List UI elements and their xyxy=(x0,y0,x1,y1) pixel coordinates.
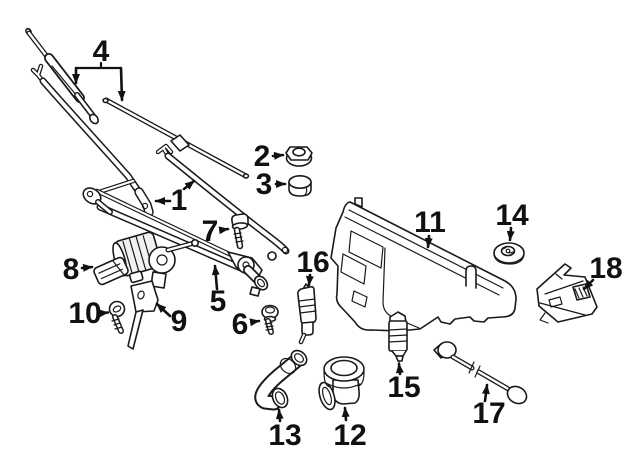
wiper-arm-a xyxy=(30,63,154,217)
hose-17 xyxy=(433,341,528,405)
flange-nut xyxy=(285,146,313,167)
filler-elbow-12 xyxy=(318,356,365,411)
callout-label-5[interactable]: 5 xyxy=(210,285,227,318)
callout-9: 9 xyxy=(155,302,188,338)
callout-13: 13 xyxy=(268,408,302,452)
callout-label-14[interactable]: 14 xyxy=(495,199,529,232)
callout-14: 14 xyxy=(495,199,529,242)
callout-8: 8 xyxy=(63,253,94,286)
callout-label-10[interactable]: 10 xyxy=(68,297,101,330)
callout-label-2[interactable]: 2 xyxy=(254,140,271,173)
callout-2: 2 xyxy=(254,140,285,173)
callout-label-8[interactable]: 8 xyxy=(63,253,80,286)
cover-8 xyxy=(93,256,129,286)
callout-11: 11 xyxy=(414,206,446,249)
callout-6: 6 xyxy=(232,308,261,341)
washer-reservoir xyxy=(330,197,517,332)
wiper-blade-a xyxy=(25,27,99,125)
callout-label-9[interactable]: 9 xyxy=(171,305,188,338)
washer-pump-16 xyxy=(297,283,317,345)
callout-label-1[interactable]: 1 xyxy=(171,184,188,217)
callout-label-7[interactable]: 7 xyxy=(202,215,219,248)
callout-18: 18 xyxy=(582,252,623,291)
callout-label-3[interactable]: 3 xyxy=(256,168,273,201)
callout-label-16[interactable]: 16 xyxy=(296,246,329,279)
callout-label-11[interactable]: 11 xyxy=(414,206,446,239)
callout-3: 3 xyxy=(256,168,287,201)
callout-label-12[interactable]: 12 xyxy=(333,419,366,452)
callout-17: 17 xyxy=(472,383,506,430)
bolt-7 xyxy=(231,213,249,250)
wiper-arm-b xyxy=(155,143,290,255)
callout-label-15[interactable]: 15 xyxy=(387,371,420,404)
elbow-hose-13 xyxy=(254,349,308,411)
callout-12: 12 xyxy=(333,406,367,452)
callout-label-13[interactable]: 13 xyxy=(268,419,301,452)
callout-label-6[interactable]: 6 xyxy=(232,308,249,341)
callout-7: 7 xyxy=(202,215,230,248)
cover-cap xyxy=(288,175,312,197)
bracket-9 xyxy=(127,280,159,350)
screw-6 xyxy=(261,304,279,335)
bracket-18 xyxy=(536,263,598,324)
callout-16: 16 xyxy=(296,246,330,287)
callout-label-4[interactable]: 4 xyxy=(93,35,110,68)
callout-10: 10 xyxy=(68,297,110,330)
callout-15: 15 xyxy=(387,362,421,404)
wiper-blade-b xyxy=(102,97,250,179)
callout-label-18[interactable]: 18 xyxy=(589,252,622,285)
screw-10 xyxy=(108,300,126,334)
grommet-14 xyxy=(493,242,525,265)
callout-5: 5 xyxy=(210,264,227,318)
washer-pump-15 xyxy=(388,311,408,366)
callout-label-17[interactable]: 17 xyxy=(472,397,505,430)
callout-1: 1 xyxy=(154,179,196,217)
callout-4: 4 xyxy=(72,35,126,102)
